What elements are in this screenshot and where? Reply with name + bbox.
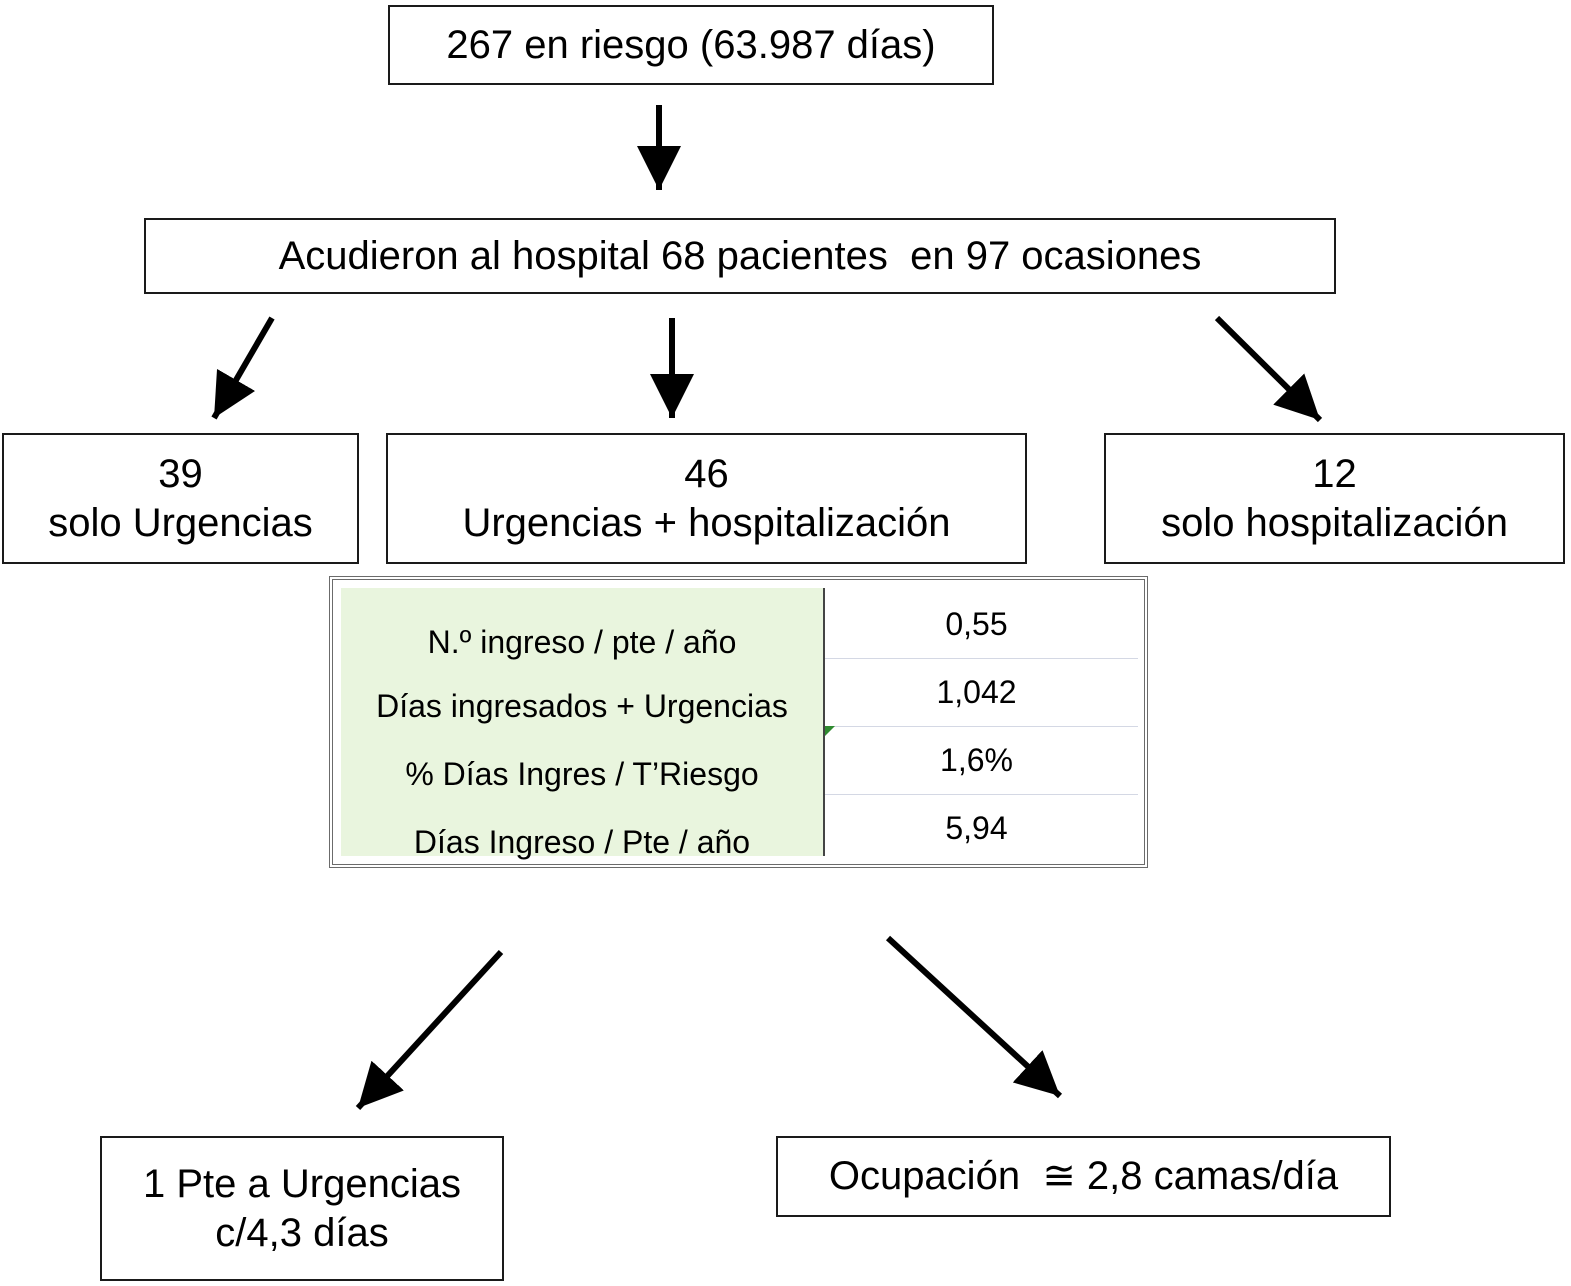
indicator-value: 0,55 (945, 605, 1008, 642)
pte-urgencias-box: 1 Pte a Urgencias c/4,3 días (100, 1136, 504, 1281)
hospital-visits-text: Acudieron al hospital 68 pacientes en 97… (278, 233, 1202, 278)
arrow-to-pte-urgencias (355, 949, 504, 1111)
indicators-value-column: 0,55 1,042 1,6% 5,94 (825, 588, 1138, 856)
solo-urgencias-count: 39 (158, 451, 203, 496)
solo-urgencias-box: 39 solo Urgencias (2, 433, 359, 564)
table-row: 1,042 (825, 658, 1138, 727)
cell-comment-marker (825, 726, 835, 736)
indicator-label: Días ingresados + Urgencias (376, 687, 788, 724)
indicators-table: N.º ingreso / pte / año Días ingresados … (329, 576, 1148, 868)
table-row: 1,6% (825, 726, 1138, 795)
solo-hospitalizacion-count: 12 (1312, 451, 1357, 496)
indicators-label-column: N.º ingreso / pte / año Días ingresados … (341, 588, 825, 860)
arrow-to-ocupacion (885, 935, 1063, 1099)
indicator-value: 5,94 (945, 809, 1008, 846)
indicator-label: % Días Ingres / T’Riesgo (405, 755, 759, 792)
ocupacion-box: Ocupación ≅ 2,8 camas/día (776, 1136, 1391, 1217)
at-risk-box: 267 en riesgo (63.987 días) (388, 5, 994, 85)
ocupacion-text: Ocupación ≅ 2,8 camas/día (828, 1154, 1339, 1199)
solo-hospitalizacion-box: 12 solo hospitalización (1104, 433, 1565, 564)
pte-urgencias-line1: 1 Pte a Urgencias (143, 1161, 461, 1206)
urgencias-hospitalizacion-count: 46 (684, 451, 729, 496)
table-row: Días Ingreso / Pte / año (341, 808, 823, 876)
pte-urgencias-line2: c/4,3 días (215, 1210, 389, 1255)
indicator-label: Días Ingreso / Pte / año (413, 823, 751, 860)
hospital-visits-box: Acudieron al hospital 68 pacientes en 97… (144, 218, 1336, 294)
arrow-to-solo-urgencias (211, 316, 275, 420)
table-row: N.º ingreso / pte / año (341, 608, 823, 676)
indicator-value: 1,6% (940, 741, 1013, 778)
at-risk-text: 267 en riesgo (63.987 días) (446, 22, 936, 67)
table-row: % Días Ingres / T’Riesgo (341, 740, 823, 808)
urgencias-hospitalizacion-box: 46 Urgencias + hospitalización (386, 433, 1027, 564)
arrow-to-solo-hospitalizacion (1214, 315, 1323, 423)
table-row: Días ingresados + Urgencias (341, 672, 823, 740)
table-row: 5,94 (825, 794, 1138, 862)
solo-hospitalizacion-label: solo hospitalización (1161, 500, 1508, 545)
urgencias-hospitalizacion-label: Urgencias + hospitalización (462, 500, 951, 545)
indicator-value: 1,042 (936, 673, 1017, 710)
solo-urgencias-label: solo Urgencias (48, 500, 313, 545)
indicator-label: N.º ingreso / pte / año (427, 623, 737, 660)
table-row: 0,55 (825, 590, 1138, 659)
